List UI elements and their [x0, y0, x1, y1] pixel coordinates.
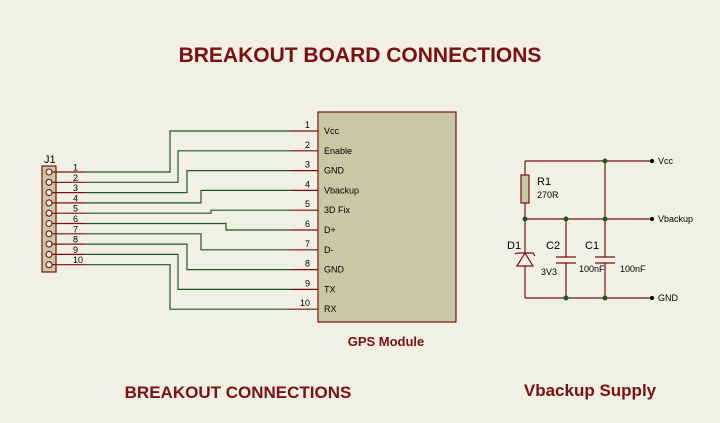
breakout-wire	[86, 150, 290, 183]
main-title: BREAKOUT BOARD CONNECTIONS	[179, 44, 542, 67]
j1-pin-number: 1	[73, 163, 78, 173]
gps-module-body	[317, 111, 457, 323]
module-pin-label: GND	[324, 265, 345, 275]
d1-zener-bar-tail	[514, 252, 518, 255]
module-pin-number: 5	[305, 199, 310, 209]
module-pin-label: Vbackup	[324, 185, 359, 195]
module-pin-number: 8	[305, 259, 310, 269]
gps-module-name: GPS Module	[348, 334, 425, 349]
j1-pin-number: 7	[73, 224, 78, 234]
vcc-net-label: Vcc	[658, 156, 674, 166]
module-pin-label: GND	[324, 166, 345, 176]
breakout-wire	[86, 130, 290, 173]
module-pin-label: RX	[324, 304, 337, 314]
c1-ref-label: C1	[585, 240, 599, 252]
vbackup-supply-label: Vbackup Supply	[524, 381, 657, 400]
breakout-wire	[86, 243, 290, 271]
module-pin-number: 4	[305, 179, 310, 189]
r1-ref-label: R1	[537, 176, 551, 188]
d1-zener-bar	[517, 252, 536, 257]
breakout-wire	[86, 222, 290, 231]
j1-pin-number: 10	[73, 255, 83, 265]
breakout-connections-label: BREAKOUT CONNECTIONS	[125, 383, 352, 402]
junction-dot	[602, 295, 608, 301]
c2-value-label: 100nF	[579, 264, 605, 274]
j1-pin-number: 4	[73, 193, 78, 203]
module-pin-number: 10	[300, 298, 310, 308]
gnd-net-label: GND	[658, 293, 679, 303]
j1-pin-hole	[45, 240, 53, 248]
j1-pin-number: 6	[73, 214, 78, 224]
vcc-terminal	[650, 159, 654, 163]
c2-ref-label: C2	[546, 240, 560, 252]
breakout-wire	[86, 170, 290, 194]
vbackup-terminal	[650, 217, 654, 221]
module-pin-number: 7	[305, 239, 310, 249]
module-pin-label: D+	[324, 225, 336, 235]
junction-dot	[563, 295, 569, 301]
j1-pin-hole	[45, 209, 53, 217]
module-pin-label: 3D Fix	[324, 205, 351, 215]
j1-pin-hole	[45, 189, 53, 197]
junction-dot	[522, 216, 528, 222]
c1-value-label: 100nF	[620, 264, 646, 274]
breakout-wires	[86, 130, 290, 310]
j1-pin-hole	[45, 230, 53, 238]
gnd-terminal	[650, 296, 654, 300]
j1-pin-number: 9	[73, 245, 78, 255]
module-pin-number: 3	[305, 160, 310, 170]
module-pin-number: 9	[305, 278, 310, 288]
module-pin-label: Enable	[324, 146, 352, 156]
breakout-wire	[86, 209, 290, 214]
j1-pin-hole	[45, 219, 53, 228]
j1-pin-hole	[45, 199, 53, 207]
j1-pin-number: 8	[73, 235, 78, 245]
module-pin-number: 2	[305, 140, 310, 150]
j1-ref-label: J1	[44, 154, 56, 166]
module-pin-number: 6	[305, 219, 310, 229]
vbackup-net-label: Vbackup	[658, 214, 693, 224]
breakout-wire	[86, 233, 290, 251]
junction-dot	[563, 216, 569, 222]
module-pin-number: 1	[305, 120, 310, 130]
j1-pin-hole	[45, 261, 53, 269]
j1-pin-number: 3	[73, 183, 78, 193]
j1-pin-hole	[45, 178, 53, 186]
module-pin-label: Vcc	[324, 126, 340, 136]
d1-ref-label: D1	[507, 240, 521, 252]
module-pin-label: D-	[324, 245, 334, 255]
junction-dot	[602, 158, 608, 164]
breakout-wire	[86, 189, 290, 204]
j1-pin-hole	[45, 250, 53, 258]
d1-diode-triangle	[515, 251, 535, 267]
j1-pin-hole	[45, 168, 53, 176]
breakout-wire	[86, 253, 290, 290]
vbackup-supply-circuit: Vcc Vbackup GND R1 270R D1 3V3 C2 100nF	[507, 156, 693, 303]
j1-pin-number: 2	[73, 173, 78, 183]
j1-pin-number: 5	[73, 204, 78, 214]
d1-value-label: 3V3	[541, 267, 557, 277]
breakout-wire	[86, 264, 290, 310]
r1-value-label: 270R	[537, 190, 559, 200]
r1-resistor	[520, 174, 530, 204]
junction-dot	[602, 216, 608, 222]
module-pin-label: TX	[324, 284, 336, 294]
